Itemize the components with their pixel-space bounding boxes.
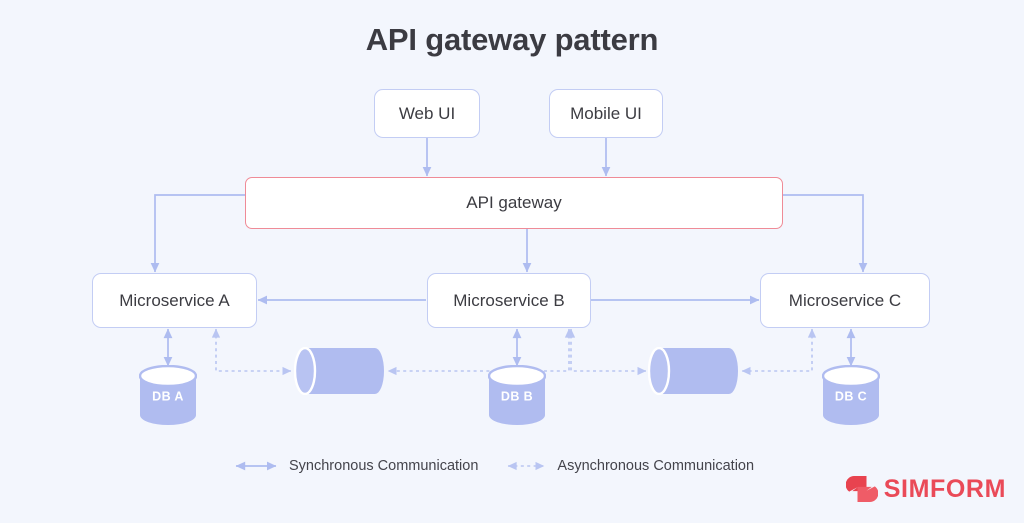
edge-msb-queue2 [566, 328, 647, 376]
brand-name: SIMFORM [883, 474, 1006, 503]
brand-logo: SIMFORM [845, 473, 1006, 505]
node-api-gateway[interactable]: API gateway [245, 177, 783, 229]
edge-gateway-to-msa [150, 194, 246, 273]
legend-item-asynchronous: Asynchronous Communication [504, 458, 754, 474]
database-cylinder-icon [487, 364, 547, 425]
node-queue-1[interactable] [293, 346, 386, 396]
simform-logo-icon [845, 476, 878, 502]
node-microservice-c-label: Microservice C [788, 290, 902, 310]
node-db-a[interactable]: DB A [138, 364, 198, 426]
message-queue-icon [293, 346, 384, 396]
node-db-c[interactable]: DB C [821, 364, 881, 426]
legend: Synchronous Communication Asynchronous C… [232, 452, 754, 480]
node-db-b[interactable]: DB B [487, 364, 547, 426]
node-queue-2[interactable] [647, 346, 740, 396]
node-microservice-b[interactable]: Microservice B [427, 273, 591, 328]
node-mobile-ui[interactable]: Mobile UI [549, 89, 663, 138]
legend-item-synchronous: Synchronous Communication [232, 458, 478, 474]
node-web-ui[interactable]: Web UI [374, 89, 480, 138]
solid-arrow-icon [235, 461, 277, 471]
node-microservice-a-label: Microservice A [119, 290, 230, 310]
node-web-ui-label: Web UI [398, 103, 456, 123]
database-cylinder-icon [821, 364, 881, 425]
legend-label-synchronous: Synchronous Communication [289, 458, 479, 474]
node-microservice-c[interactable]: Microservice C [760, 273, 930, 328]
dotted-arrow-icon [508, 461, 545, 471]
node-mobile-ui-label: Mobile UI [570, 103, 642, 123]
edge-gateway-to-msc [782, 194, 868, 273]
page-title: API gateway pattern [365, 22, 659, 57]
edge-msa-queue1 [211, 328, 292, 376]
message-queue-icon [647, 346, 738, 396]
legend-label-asynchronous: Asynchronous Communication [557, 458, 755, 474]
database-cylinder-icon [138, 364, 198, 425]
node-microservice-a[interactable]: Microservice A [92, 273, 257, 328]
node-microservice-b-label: Microservice B [453, 290, 565, 310]
node-api-gateway-label: API gateway [466, 193, 562, 212]
edge-msc-queue2 [741, 328, 817, 376]
